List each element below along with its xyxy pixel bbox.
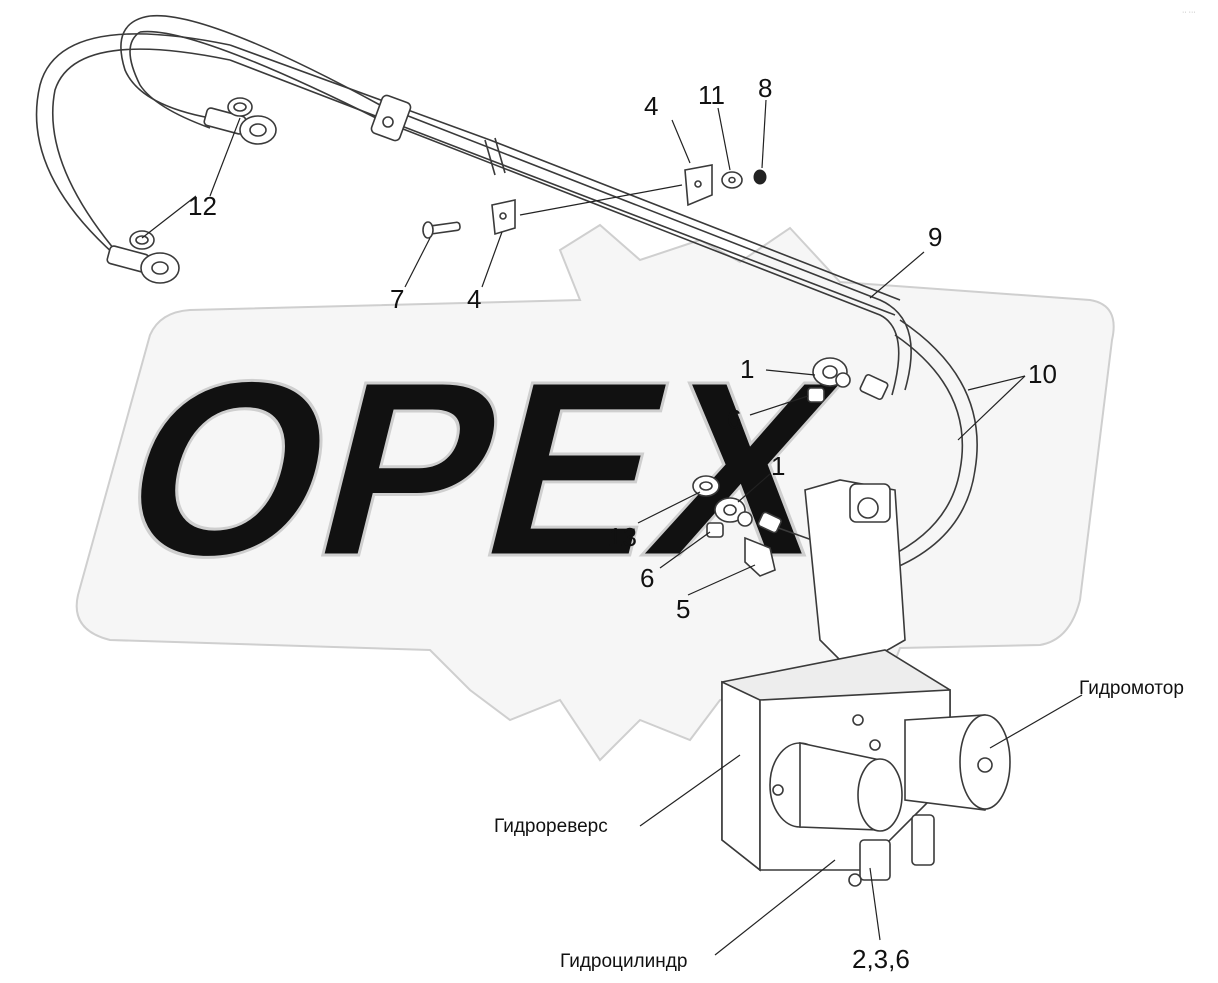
banjo-bolt-lower [737,511,753,527]
sealing-ring-13-hole [699,481,713,491]
motor-port-fitting [911,814,935,866]
callout-6-upper: 6 [727,404,741,434]
label-hydrocylinder: Гидроцилиндр [560,951,687,972]
assembly-axis-line [519,184,683,216]
callout-1-upper: 1 [740,354,754,384]
hose-10-right-inner [881,334,964,561]
callout-7: 7 [390,284,404,314]
fitting-12-lower [106,230,180,284]
sealing-ring-hole-lower [135,235,149,245]
leader-hydromotor [989,694,1083,749]
banjo-fitting-1-lower-hole [723,504,737,516]
banjo-bolt-upper [835,372,851,388]
washer-11-hole [728,176,736,184]
hose-big-loop-inner [51,48,231,263]
callout-2-3-6: 2,3,6 [852,944,910,974]
housing-bolt-4 [848,873,862,887]
hose-end-upper [859,373,889,401]
clamp-kit [422,164,767,239]
cylinder-port-fitting [859,839,891,881]
callouts: 4 11 8 12 7 4 9 10 1 6 1 13 6 5 2,3,6 [188,73,1057,974]
hydroreverse-housing-side [721,680,761,872]
fitting-12-upper [203,97,277,145]
leader-10-b [957,375,1026,441]
fitting-group-upper [807,357,889,403]
leader-13 [637,491,701,524]
corner-mark: ·· ··· [1182,9,1196,16]
label-hydroreverse: Гидрореверс [494,816,608,837]
leader-hydrocylinder [714,859,836,956]
pipe-inner [139,30,900,396]
callout-4-upper: 4 [644,91,658,121]
leader-1-upper [765,369,816,376]
callout-13: 13 [608,522,637,552]
housing-bolt-1 [852,714,864,726]
banjo-eye-hole-lower [151,261,169,275]
pipe-assembly [35,14,978,571]
clamp-half-4-lower-hole [499,212,507,220]
bracket-pivot-pin [857,497,879,519]
component-labels: Гидромотор Гидрореверс Гидроцилиндр [494,678,1184,972]
callout-4-lower: 4 [467,284,481,314]
leader-9 [869,251,925,299]
pipe-break-1 [484,139,496,176]
callout-11: 11 [698,80,725,110]
sealing-ring-hole-upper [233,102,247,112]
union-6-upper [807,387,825,403]
hose-10-right-outer [889,319,978,571]
leader-236 [869,867,881,941]
hydrocylinder-end [857,758,903,832]
clamp-hole [382,116,394,128]
leader-7 [404,237,431,288]
bolt-7 [429,221,461,235]
leader-5 [687,564,756,596]
leader-8 [761,99,767,169]
leader-4-upper [671,119,691,164]
leader-1-lower [737,473,771,503]
clamp-half-4-upper-hole [694,180,702,188]
banjo-eye-hole-upper [249,123,267,137]
housing-bolt-3 [869,739,881,751]
callout-8: 8 [758,73,772,103]
callout-6-lower: 6 [640,563,654,593]
mounting-bracket [804,479,906,661]
leader-6-lower [659,531,711,569]
nut-8 [753,169,767,185]
leader-4-lower [481,231,503,288]
callout-9: 9 [928,222,942,252]
leader-lines [141,99,1083,956]
leader-12-lower [141,195,197,239]
leader-6-upper [749,395,809,416]
pipe-loop-upper [120,15,211,119]
pipe-break-2 [494,137,506,174]
hose-end-lower [757,511,782,534]
hydromotor-shaft [977,757,993,773]
hose-big-loop-outer [35,33,231,256]
leader-11 [717,107,731,171]
pipe-outer [149,14,912,391]
callout-1-lower: 1 [771,451,785,481]
leader-10-a [967,375,1026,391]
leader-hydroreverse [639,754,741,827]
callout-5: 5 [676,594,690,624]
hose-10-lower [229,59,896,316]
banjo-fitting-1-upper-hole [822,365,838,379]
hose-10-upper [229,44,901,301]
housing-bolt-2 [772,784,784,796]
watermark-text: OPEX [98,328,862,608]
motor-assembly [721,479,1011,887]
pipe-loop-lower [129,31,211,129]
watermark: OPEX [75,223,1115,762]
leader-12-upper [209,117,241,197]
union-6-lower [706,522,724,538]
callout-12: 12 [188,191,217,221]
bolt-7-head [422,221,434,239]
callout-10: 10 [1028,359,1057,389]
label-hydromotor: Гидромотор [1079,678,1184,699]
pipe-clamp [370,94,506,176]
